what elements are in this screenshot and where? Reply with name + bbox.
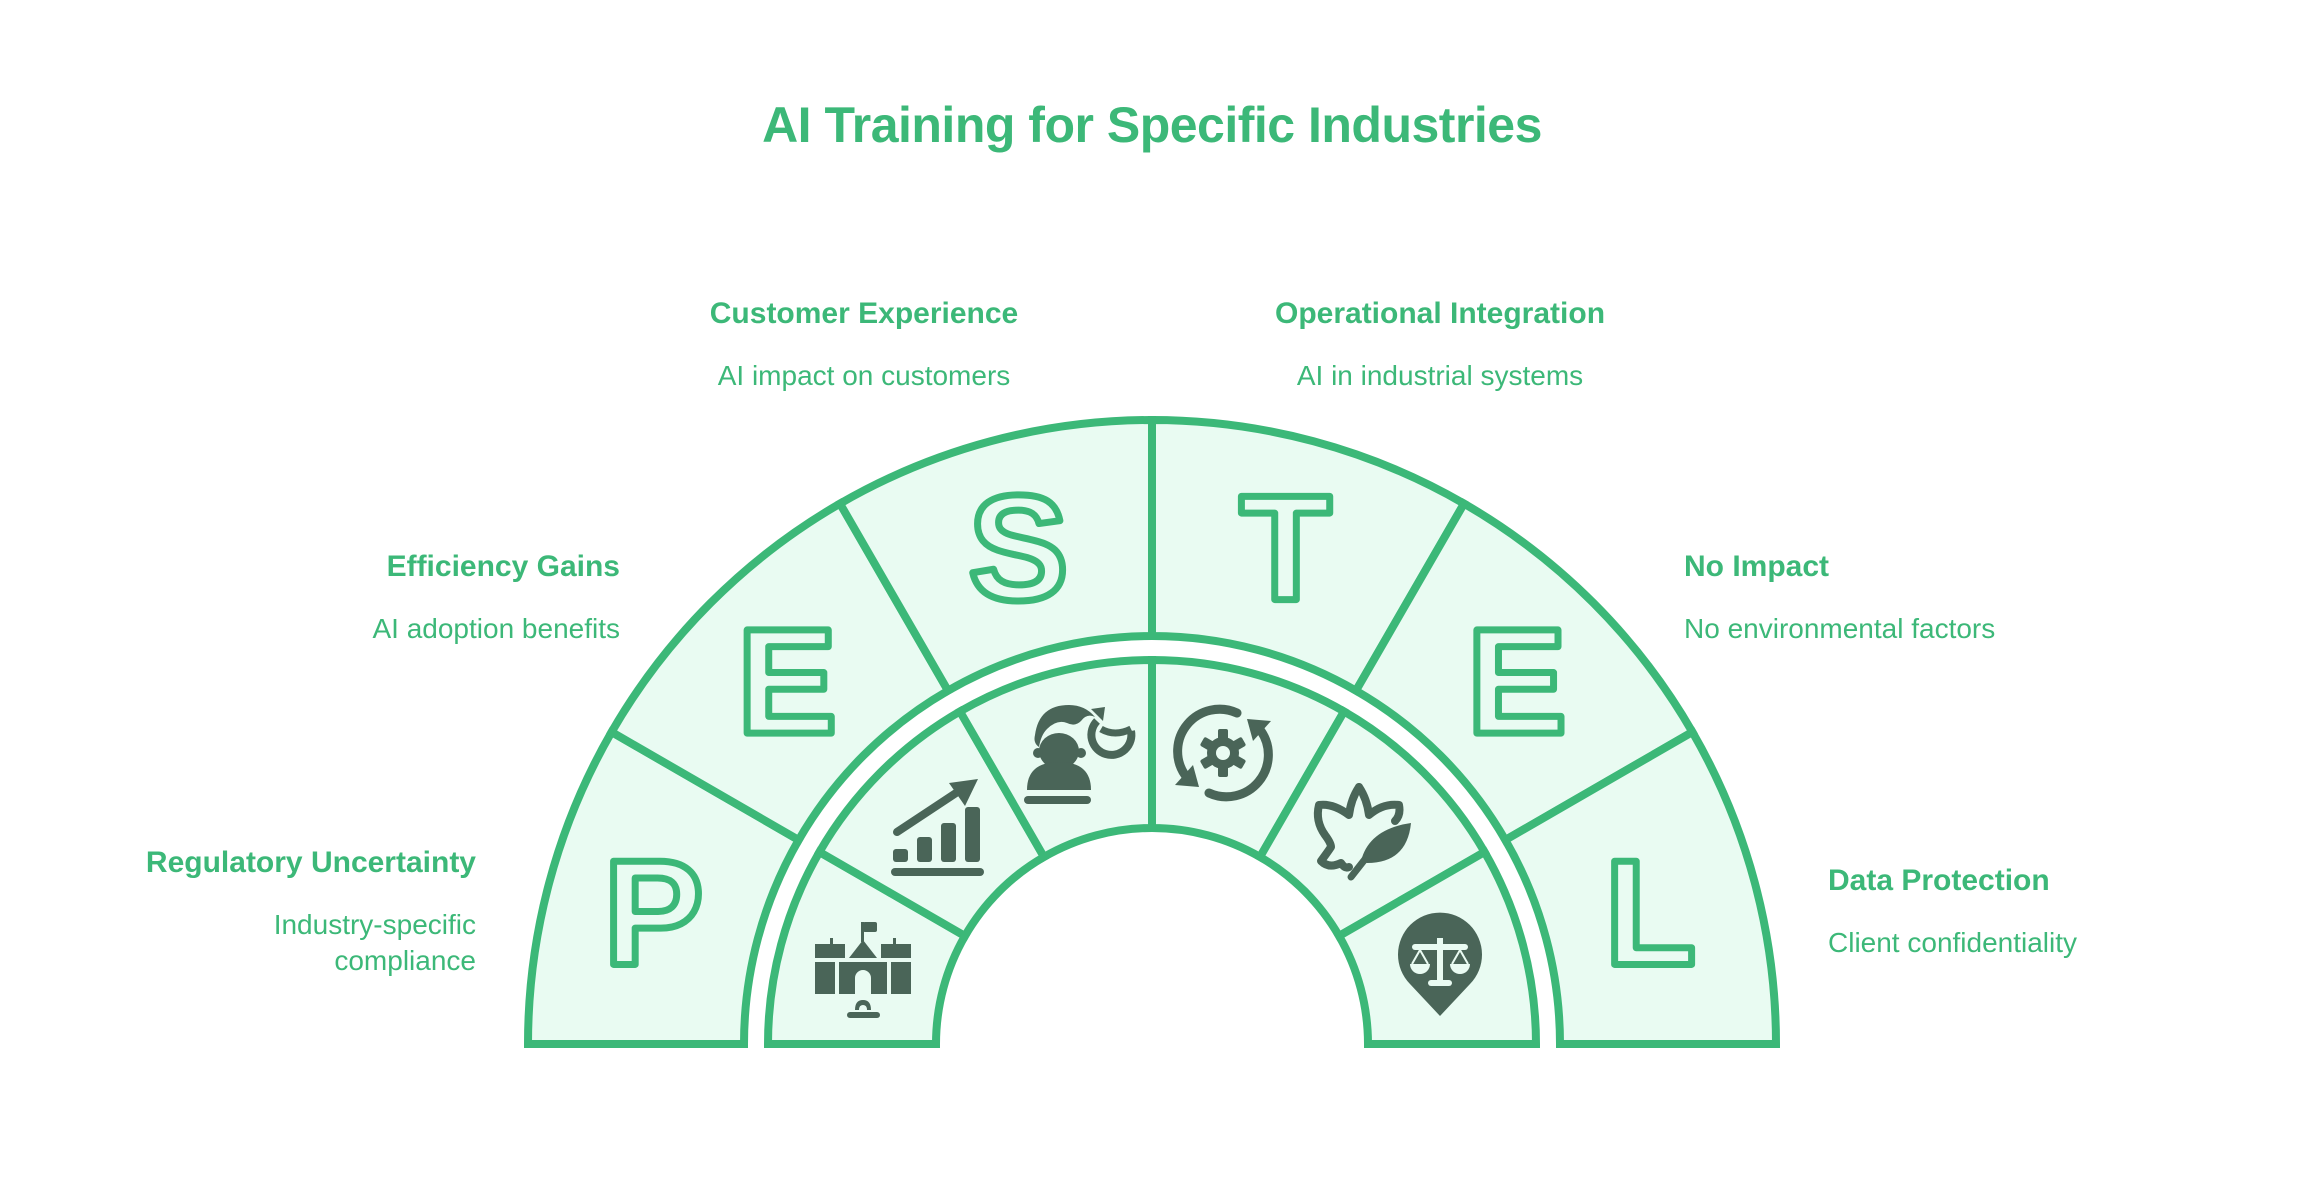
segment-description: AI impact on customers xyxy=(717,360,1011,391)
pestel-letter: S xyxy=(968,464,1068,632)
segment-description: AI adoption benefits xyxy=(372,613,620,644)
pestel-letter: T xyxy=(1240,464,1332,632)
growth-chart-icon xyxy=(891,779,984,876)
outer-segment-t xyxy=(1148,415,1470,697)
segment-description: No environmental factors xyxy=(1684,613,1996,644)
leaf-icon xyxy=(1313,783,1411,881)
segment-heading: No Impact xyxy=(1684,550,1830,583)
outer-segment-e xyxy=(606,498,954,846)
segment-heading: Customer Experience xyxy=(709,297,1019,330)
segment-heading: Regulatory Uncertainty xyxy=(145,846,476,879)
label-regulatory-uncertainty: Regulatory Uncertainty Industry-specific… xyxy=(56,845,476,979)
outer-segment-l xyxy=(1499,726,1781,1048)
outer-ring xyxy=(523,415,1781,1048)
pestel-letter: P xyxy=(604,828,704,996)
pestel-letter: E xyxy=(1467,597,1567,765)
segment-heading: Data Protection xyxy=(1828,864,2050,897)
segment-heading: Operational Integration xyxy=(1274,297,1606,330)
government-building-icon xyxy=(815,922,911,1018)
pestel-letter: L xyxy=(1605,828,1697,996)
label-no-impact: No Impact No environmental factors xyxy=(1684,549,2104,647)
label-data-protection: Data Protection Client confidentiality xyxy=(1828,863,2248,961)
label-customer-experience: Customer Experience AI impact on custome… xyxy=(614,296,1114,394)
segment-icons xyxy=(815,704,1482,1018)
segment-description: Industry-specific compliance xyxy=(273,909,476,976)
customer-service-icon xyxy=(1024,705,1136,804)
segment-description: Client confidentiality xyxy=(1828,927,2078,958)
outer-segment-e xyxy=(1350,498,1698,846)
pestel-letter: E xyxy=(737,597,837,765)
legal-scales-pin-icon xyxy=(1398,912,1482,1016)
outer-segment-p xyxy=(523,726,805,1048)
label-operational-integration: Operational Integration AI in industrial… xyxy=(1190,296,1690,394)
segment-heading: Efficiency Gains xyxy=(386,550,620,583)
segment-description: AI in industrial systems xyxy=(1296,360,1584,391)
label-efficiency-gains: Efficiency Gains AI adoption benefits xyxy=(200,549,620,647)
gear-cycle-icon xyxy=(1173,704,1273,802)
outer-segment-s xyxy=(834,415,1156,697)
diagram-title: AI Training for Specific Industries xyxy=(762,97,1542,153)
